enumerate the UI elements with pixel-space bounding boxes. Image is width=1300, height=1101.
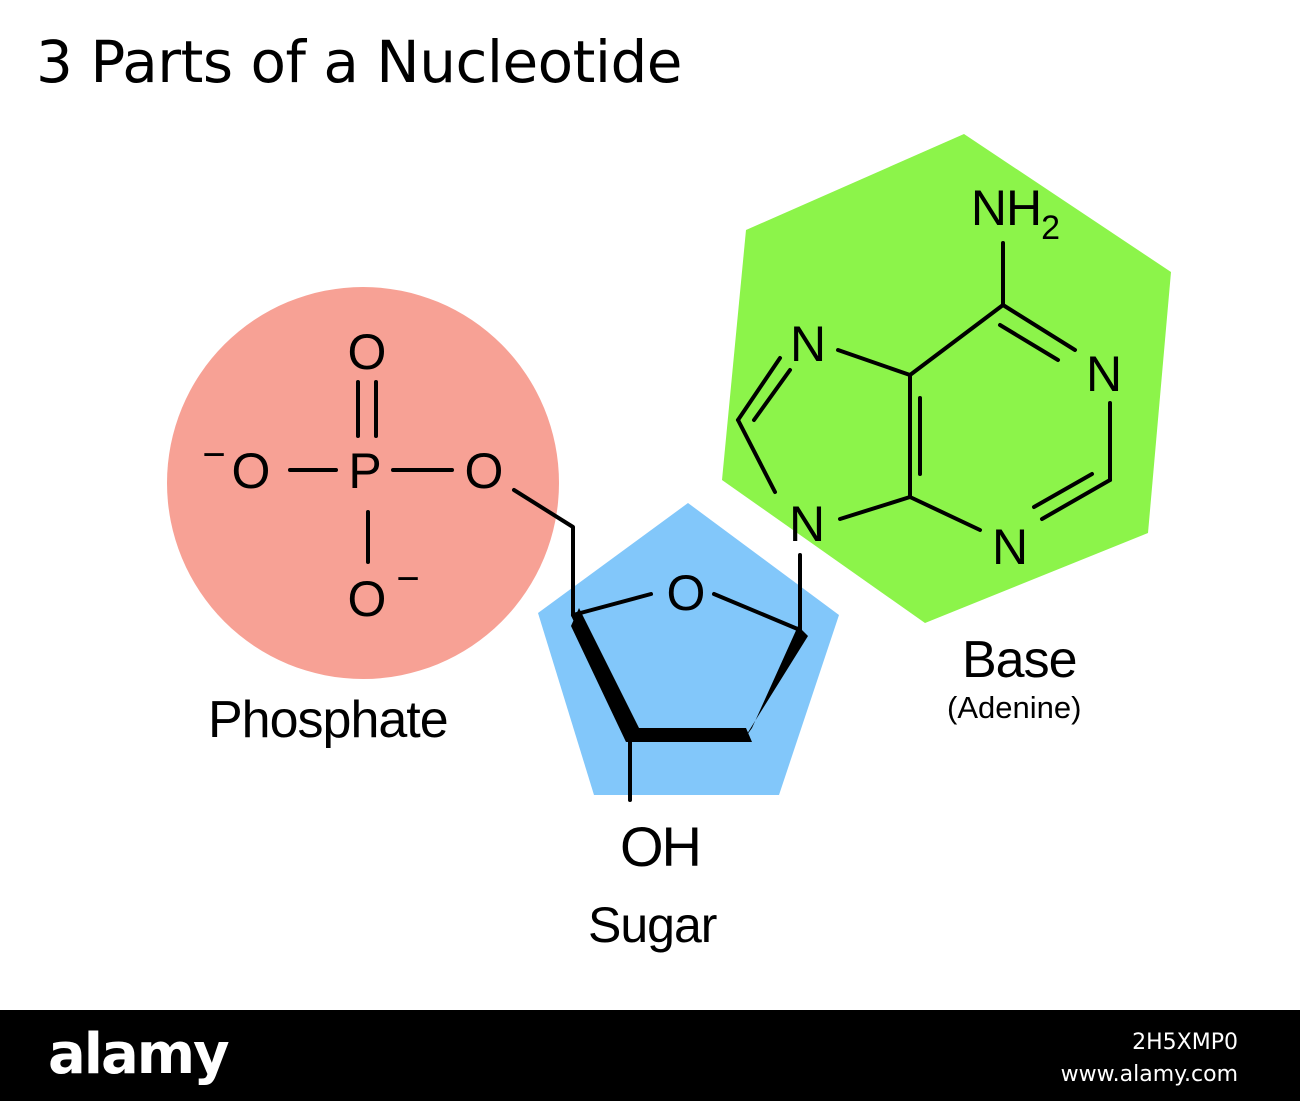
- base-region: [722, 134, 1171, 623]
- phosphate-region: [167, 287, 559, 679]
- brand-logo: alamy: [48, 1022, 230, 1087]
- atom-labels: O O P O O − − O OH N N N N NH2: [202, 180, 1122, 878]
- nh-subscript: 2: [1041, 209, 1059, 247]
- site-url: www.alamy.com: [1060, 1062, 1238, 1087]
- phosphate-o-bottom: O: [348, 571, 387, 627]
- sugar-label: Sugar: [588, 897, 717, 953]
- base-nh2: NH2: [971, 180, 1059, 247]
- sugar-thick-bonds: [571, 608, 808, 742]
- sugar-region: [538, 503, 839, 795]
- adenine-sublabel: (Adenine): [947, 690, 1082, 725]
- charge-left: −: [202, 433, 225, 477]
- nucleotide-diagram: O O P O O − − O OH N N N N NH2: [167, 134, 1171, 878]
- phosphate-o-right: O: [465, 443, 504, 499]
- image-id: 2H5XMP0: [1132, 1030, 1238, 1055]
- sugar-oh: OH: [620, 815, 700, 878]
- phosphate-label: Phosphate: [208, 691, 449, 749]
- page-title: 3 Parts of a Nucleotide: [36, 28, 682, 96]
- base-n7: N: [790, 316, 826, 372]
- phosphate-p: P: [348, 443, 381, 499]
- base-n1: N: [1086, 346, 1122, 402]
- base-n3: N: [992, 519, 1028, 575]
- watermark-footer: alamy 2H5XMP0 www.alamy.com: [0, 1010, 1300, 1101]
- nh-text: NH: [971, 180, 1041, 236]
- charge-bottom: −: [396, 557, 419, 601]
- base-label: Base: [962, 631, 1078, 689]
- phosphate-o-top: O: [348, 324, 387, 380]
- phosphate-o-left: O: [232, 443, 271, 499]
- sugar-ring-o: O: [667, 565, 706, 621]
- base-n9: N: [789, 496, 825, 552]
